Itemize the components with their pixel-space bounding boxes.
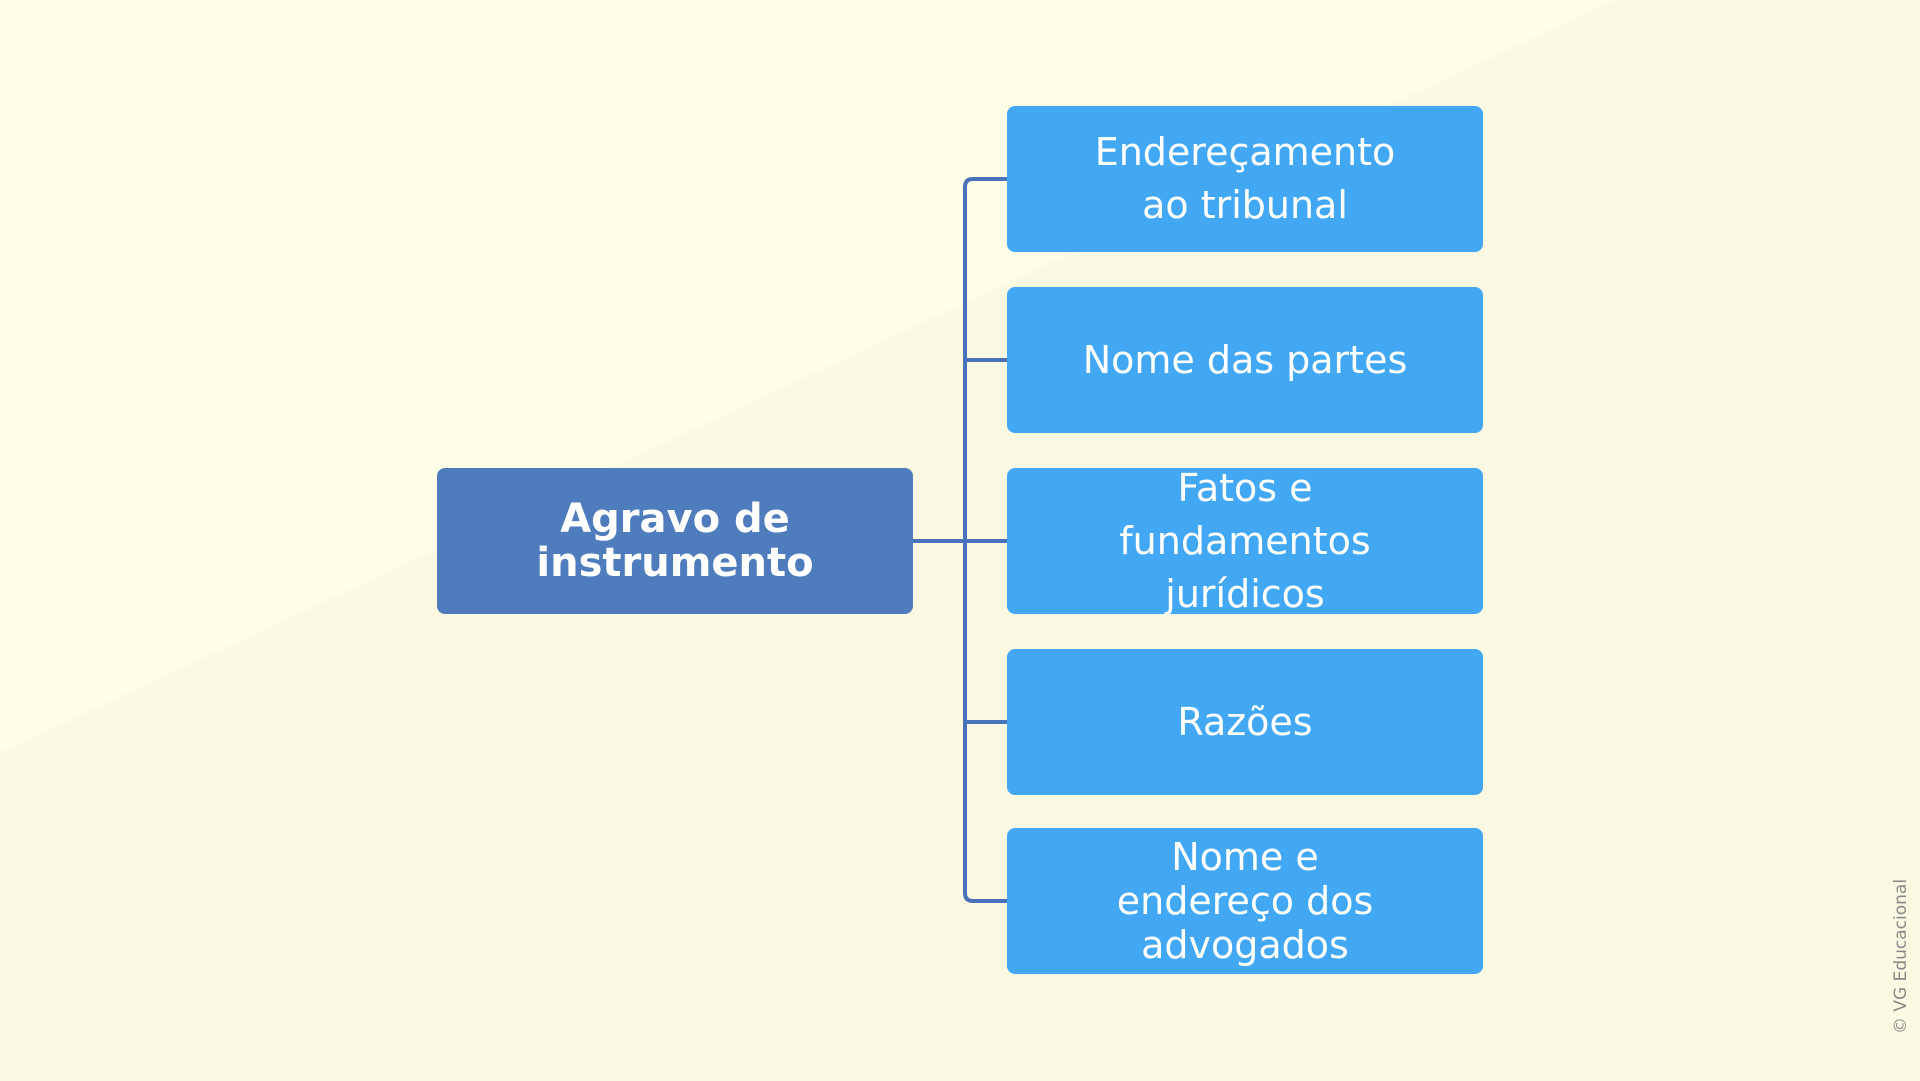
- child-node-nome-endereco-advogados: Nome e endereço dos advogados: [1007, 828, 1483, 974]
- root-node: Agravo de instrumento: [437, 468, 913, 614]
- root-node-label: Agravo de instrumento: [525, 497, 825, 585]
- bracket-vertical: [963, 177, 1007, 903]
- child-node-enderecamento: Endereçamento ao tribunal: [1007, 106, 1483, 252]
- child-node-nome-das-partes: Nome das partes: [1007, 287, 1483, 433]
- root-node-line-1: Agravo de: [560, 496, 790, 542]
- root-node-line-2: instrumento: [536, 540, 814, 586]
- child-node-label: Endereçamento ao tribunal: [1094, 130, 1396, 227]
- child-node-razoes: Razões: [1007, 649, 1483, 795]
- child-node-label: Nome e endereço dos advogados: [1116, 835, 1374, 967]
- child-node-label: Fatos e fundamentos jurídicos: [1119, 465, 1371, 616]
- copyright-credit: © VG Educacional: [1891, 878, 1911, 1034]
- child-node-label: Razões: [1177, 699, 1313, 744]
- child-node-label: Nome das partes: [1082, 337, 1408, 382]
- child-node-fatos-fundamentos: Fatos e fundamentos jurídicos: [1007, 466, 1483, 616]
